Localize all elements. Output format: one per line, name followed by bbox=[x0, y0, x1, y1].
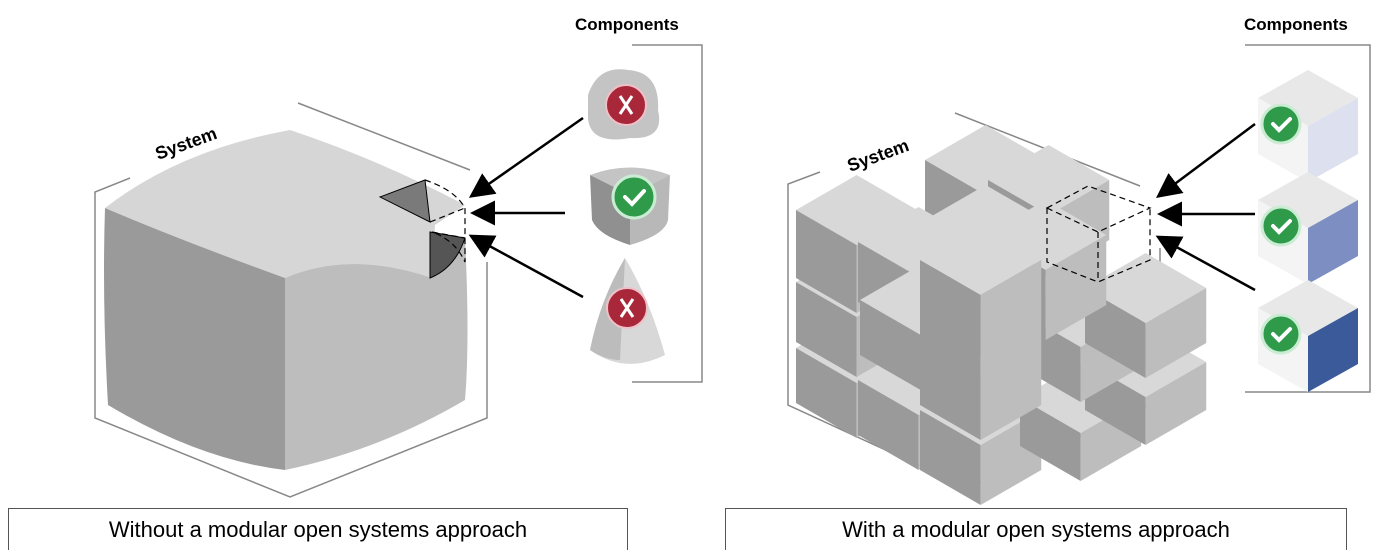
check-icon bbox=[611, 174, 657, 220]
left-cutout-top bbox=[378, 179, 431, 223]
system-block-left-face bbox=[796, 210, 857, 313]
cube-component-right-face bbox=[1308, 308, 1358, 392]
arrow-cube3-to-slot bbox=[1155, 235, 1256, 292]
system-block-left-face bbox=[920, 410, 981, 505]
system-block-right-face bbox=[1145, 362, 1207, 445]
system-block-top bbox=[1085, 253, 1207, 323]
system-block-left-face bbox=[1085, 288, 1146, 378]
cube-component bbox=[1258, 70, 1358, 182]
right-components-label: Components bbox=[1244, 15, 1348, 34]
right-dashed-slot bbox=[1045, 185, 1152, 283]
system-block-left-face bbox=[796, 282, 857, 377]
left-caption-box: Without a modular open systems approach bbox=[8, 508, 628, 550]
system-block-right-face bbox=[1045, 235, 1107, 340]
right-caption-box: With a modular open systems approach bbox=[725, 508, 1347, 550]
system-block-left-face bbox=[1020, 398, 1081, 481]
left-components-label: Components bbox=[575, 15, 679, 34]
left-cube-top bbox=[105, 130, 465, 278]
right-components: Components bbox=[1155, 15, 1371, 393]
left-dashed-slot bbox=[424, 179, 466, 263]
system-block-left-face bbox=[858, 380, 919, 470]
check-icon bbox=[1260, 205, 1302, 247]
left-cube-left-face bbox=[104, 208, 285, 470]
left-components: Components bbox=[468, 15, 703, 383]
cube-component-right-face bbox=[1308, 200, 1358, 284]
right-system: System bbox=[787, 112, 1207, 505]
left-system: System bbox=[94, 102, 488, 498]
check-icon bbox=[1260, 103, 1302, 145]
check-icon bbox=[1260, 313, 1302, 355]
arrow-cone-to-slot bbox=[468, 234, 584, 299]
left-caption: Without a modular open systems approach bbox=[108, 516, 528, 542]
system-block-right-face bbox=[1145, 288, 1207, 378]
system-block-left-face bbox=[860, 300, 921, 390]
right-components-bracket bbox=[1245, 44, 1371, 393]
x-icon bbox=[606, 287, 648, 329]
right-system-label: System bbox=[845, 135, 912, 176]
arrow-cube1-to-slot bbox=[1155, 122, 1256, 198]
cube-component bbox=[1258, 172, 1358, 284]
x-icon bbox=[605, 84, 647, 126]
system-block bbox=[1085, 253, 1207, 378]
left-cube-right-face bbox=[285, 232, 468, 470]
cube-component bbox=[1258, 280, 1358, 392]
system-block-left-face bbox=[920, 260, 981, 440]
left-components-bracket bbox=[632, 44, 703, 383]
arrow-blob-to-slot bbox=[468, 116, 584, 198]
right-caption: With a modular open systems approach bbox=[842, 516, 1230, 542]
left-system-bracket-top bbox=[297, 102, 471, 171]
system-block-left-face bbox=[796, 348, 857, 438]
cube-component-right-face bbox=[1308, 98, 1358, 182]
system-block bbox=[920, 225, 1042, 440]
left-system-bracket bbox=[94, 177, 488, 498]
system-block-right-face bbox=[980, 260, 1042, 440]
